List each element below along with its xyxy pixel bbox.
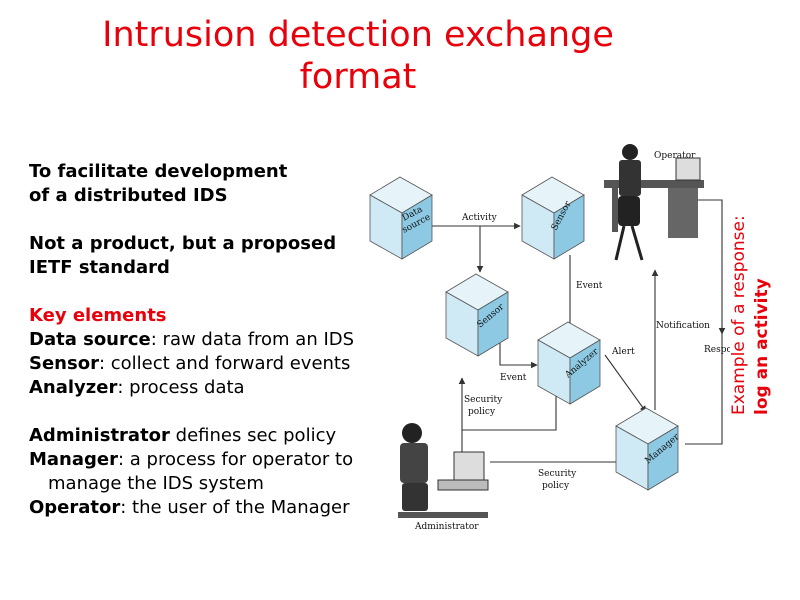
term: Manager (29, 449, 118, 470)
cube-manager: Manager (615, 407, 682, 491)
desc: : a process for operator to (118, 449, 354, 470)
key-element-sensor: Sensor: collect and forward events (29, 352, 401, 376)
slide-title: Intrusion detection exchange format (0, 14, 716, 98)
intro-line-4: IETF standard (29, 257, 170, 278)
term: Operator (29, 497, 121, 518)
administrator-illustration (398, 423, 489, 518)
desc: : raw data from an IDS (150, 329, 355, 350)
label-activity: Activity (461, 213, 498, 223)
label-alert: Alert (611, 347, 635, 357)
role-operator: Operator: the user of the Manager (29, 496, 401, 520)
idmef-diagram: Data source Sensor Sensor Analyzer Manag… (369, 144, 730, 532)
key-elements-heading: Key elements (29, 305, 167, 326)
intro-line-2: of a distributed IDS (29, 185, 228, 206)
label-response: Response (704, 345, 730, 355)
role-manager: Manager: a process for operator to (29, 448, 401, 472)
role-administrator: Administrator defines sec policy (29, 424, 401, 448)
title-line-1: Intrusion detection exchange (102, 15, 614, 55)
label-security-policy-1b: policy (468, 407, 496, 417)
label-operator: Operator (654, 151, 696, 161)
term: Sensor (29, 353, 99, 374)
cube-data-source: Data source (369, 176, 433, 260)
response-side-note: Example of a response: log an activity (728, 215, 774, 415)
term: Data source (29, 329, 151, 350)
key-element-analyzer: Analyzer: process data (29, 376, 401, 400)
label-notification: Notification (656, 321, 710, 331)
slide-body: To facilitate development of a distribut… (29, 160, 401, 520)
label-security-policy-2b: policy (542, 481, 570, 491)
cube-analyzer: Analyzer (537, 321, 601, 405)
desc: : the user of the Manager (120, 497, 350, 518)
term: Analyzer (29, 377, 118, 398)
label-administrator: Administrator (414, 522, 479, 532)
cube-sensor-top: Sensor (521, 176, 585, 260)
title-line-2: format (299, 57, 417, 97)
intro-line-1: To facilitate development (29, 161, 288, 182)
side-note-line-2: log an activity (752, 278, 772, 415)
connections (430, 199, 726, 466)
term: Administrator (29, 425, 170, 446)
response-line (685, 199, 723, 445)
operator-illustration (604, 144, 704, 261)
cube-sensor-left: Sensor (445, 273, 509, 357)
key-element-data-source: Data source: raw data from an IDS (29, 328, 401, 352)
event-arrow-bottom (499, 340, 538, 369)
label-event-bottom: Event (500, 373, 527, 383)
role-manager-cont: manage the IDS system (48, 473, 264, 494)
desc: : collect and forward events (98, 353, 351, 374)
desc: : process data (117, 377, 245, 398)
alert-arrow (604, 354, 647, 413)
label-event-top: Event (576, 281, 603, 291)
desc: defines sec policy (169, 425, 337, 446)
label-security-policy-1a: Security (464, 395, 503, 405)
intro-line-3: Not a product, but a proposed (29, 233, 337, 254)
label-security-policy-2a: Security (538, 469, 577, 479)
side-note-line-1: Example of a response: (729, 215, 749, 415)
